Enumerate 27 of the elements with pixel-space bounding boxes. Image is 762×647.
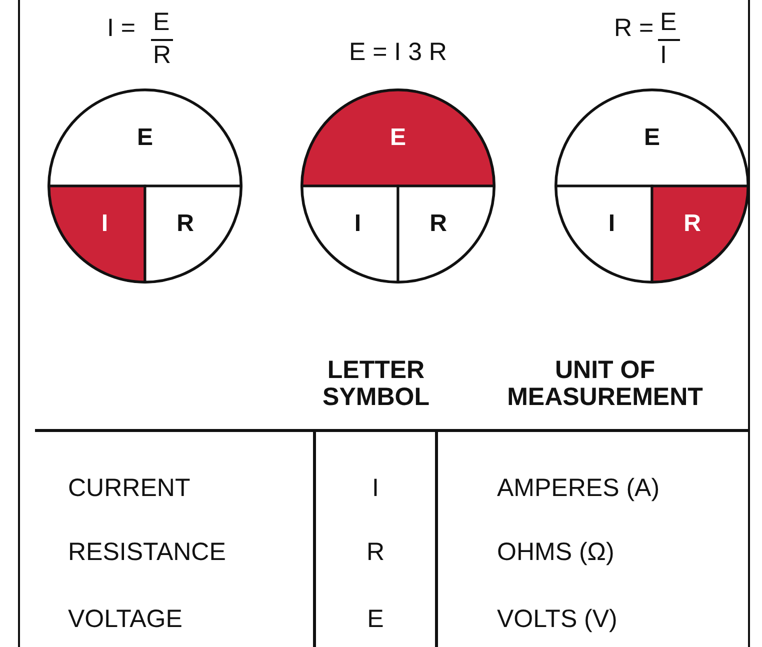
table-header: UNIT OF MEASUREMENT [506, 357, 704, 411]
segment-letter: I [608, 210, 615, 238]
segment-letter: I [101, 210, 108, 238]
segment-letter: R [684, 210, 701, 238]
segment-letter: R [430, 210, 447, 238]
table-cell: VOLTS (V) [497, 605, 618, 634]
fraction-denominator: R [153, 41, 172, 70]
table-cell-text: I [371, 474, 380, 503]
formula-text: E = I 3 R [348, 38, 448, 67]
table-cell-text: E [366, 605, 385, 634]
fraction-denominator: I [660, 41, 667, 70]
table-header: LETTER SYMBOL [322, 357, 430, 411]
formula-text: I = [107, 14, 136, 43]
fraction-numerator: E [153, 8, 170, 37]
table-cell: VOLTAGE [68, 605, 182, 634]
segment-letter: E [390, 124, 406, 152]
table-cell: RESISTANCE [68, 538, 226, 567]
table-cell: CURRENT [68, 474, 190, 503]
segment-letter: I [354, 210, 361, 238]
formula-text: R = [614, 14, 654, 43]
segment-letter: E [644, 124, 660, 152]
segment-letter: E [137, 124, 153, 152]
table-cell: OHMS (Ω) [497, 538, 614, 567]
table-cell-text: R [365, 538, 386, 567]
segment-letter: R [176, 210, 194, 238]
fraction-numerator: E [660, 8, 677, 37]
table-cell: AMPERES (A) [497, 474, 660, 503]
